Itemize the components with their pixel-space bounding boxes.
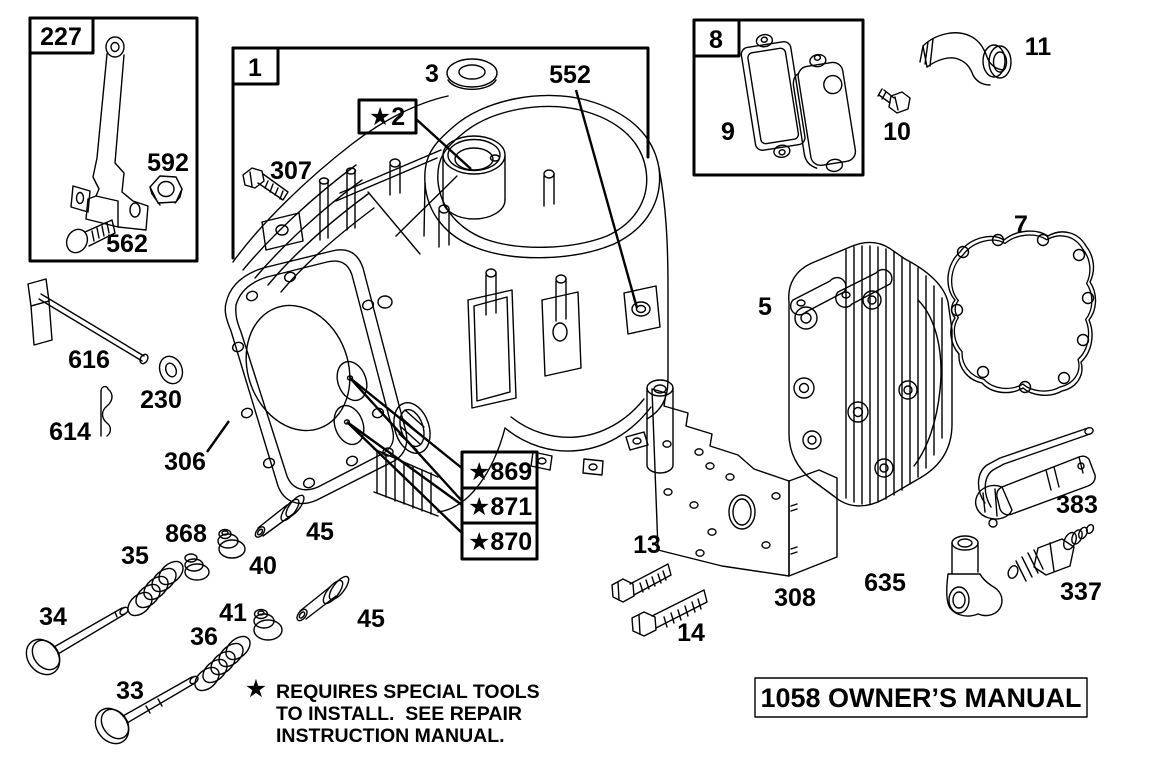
label-33: 33 bbox=[116, 677, 144, 705]
special-tools-note: ★ REQUIRES SPECIAL TOOLS TO INSTALL. SEE… bbox=[245, 675, 540, 747]
cylinder-block-art bbox=[224, 94, 674, 517]
callout-870-label: ★870 bbox=[468, 528, 532, 556]
bolt-14-art bbox=[631, 589, 708, 637]
box-1-header bbox=[231, 46, 280, 86]
label-40: 40 bbox=[249, 552, 277, 580]
label-383: 383 bbox=[1056, 491, 1098, 519]
note-line-3: INSTRUCTION MANUAL. bbox=[276, 725, 505, 747]
label-35: 35 bbox=[121, 542, 149, 570]
label-45-lower: 45 bbox=[357, 605, 385, 633]
breather-cover-art bbox=[792, 53, 857, 173]
cylinder-bore-art bbox=[442, 135, 506, 220]
nut-592-art bbox=[149, 175, 183, 206]
label-41: 41 bbox=[219, 599, 247, 627]
box-227-header bbox=[28, 16, 95, 55]
label-5: 5 bbox=[758, 293, 772, 321]
label-3: 3 bbox=[425, 60, 439, 88]
label-36: 36 bbox=[190, 623, 218, 651]
callout-871-label: ★871 bbox=[468, 493, 532, 521]
cylinder-shield-308-art bbox=[651, 388, 838, 577]
box-8-label: 8 bbox=[709, 26, 723, 54]
label-45-upper: 45 bbox=[306, 518, 334, 546]
owners-manual-label: 1058 OWNER’S MANUAL bbox=[760, 683, 1081, 713]
label-592: 592 bbox=[147, 149, 189, 177]
label-616: 616 bbox=[68, 346, 110, 374]
valve-seat-ports-art bbox=[333, 360, 368, 446]
tappet-45-lower-art bbox=[296, 575, 350, 622]
bolt-10-art bbox=[877, 88, 911, 114]
throttle-lever-art bbox=[70, 36, 149, 231]
bolt-307-art bbox=[242, 167, 289, 201]
tappet-45-upper-art bbox=[254, 494, 305, 538]
label-552: 552 bbox=[549, 61, 591, 89]
breather-tube-11-art bbox=[919, 32, 1012, 86]
note-star-icon: ★ bbox=[245, 675, 267, 703]
label-14: 14 bbox=[677, 619, 705, 647]
callout-boxes-valve-seats: ★869 ★871 ★870 bbox=[460, 450, 539, 561]
label-308: 308 bbox=[774, 584, 816, 612]
group-box-227 bbox=[28, 16, 199, 263]
label-7: 7 bbox=[1014, 211, 1028, 239]
label-614: 614 bbox=[49, 418, 91, 446]
box-227-label: 227 bbox=[40, 23, 82, 51]
label-307: 307 bbox=[270, 157, 312, 185]
bolt-562-art bbox=[65, 219, 116, 254]
spark-plug-337-art bbox=[1007, 524, 1095, 582]
cylinder-flange-art bbox=[224, 249, 408, 505]
valve-33-art bbox=[94, 675, 199, 745]
note-line-1: REQUIRES SPECIAL TOOLS bbox=[276, 681, 540, 703]
leader-552 bbox=[574, 89, 639, 309]
elbow-fitting-635-art bbox=[945, 535, 1003, 617]
valve-34-art bbox=[25, 606, 129, 676]
part-labels: 3 552 307 592 562 616 230 614 306 9 10 1… bbox=[39, 33, 1102, 705]
cotter-pin-614-art bbox=[100, 385, 113, 437]
rod-616-art bbox=[27, 278, 149, 365]
box-1-label: 1 bbox=[248, 54, 262, 82]
leader-306 bbox=[206, 420, 230, 453]
label-9: 9 bbox=[721, 118, 735, 146]
oil-seal-3-art bbox=[446, 58, 498, 91]
label-337: 337 bbox=[1060, 578, 1102, 606]
cylinder-head-5-art bbox=[788, 241, 953, 507]
retainer-868-art bbox=[184, 553, 210, 581]
callout-box-star2: ★2 bbox=[357, 98, 418, 135]
label-635: 635 bbox=[864, 569, 906, 597]
label-13: 13 bbox=[633, 531, 661, 559]
group-box-8: 8 bbox=[692, 18, 865, 177]
label-562: 562 bbox=[106, 230, 148, 258]
valve-spring-35-art bbox=[127, 560, 184, 617]
owners-manual-box: 1058 OWNER’S MANUAL bbox=[754, 677, 1088, 718]
head-gasket-7-art bbox=[947, 230, 1097, 396]
label-10: 10 bbox=[883, 118, 911, 146]
label-868: 868 bbox=[165, 520, 207, 548]
retainer-40-art bbox=[217, 528, 246, 559]
washer-230-art bbox=[158, 355, 184, 385]
retainer-41-art bbox=[253, 608, 283, 641]
leader-star2 bbox=[415, 118, 472, 170]
group-box-1 bbox=[231, 46, 650, 260]
spark-plug-wrench-383-art bbox=[974, 426, 1096, 528]
callout-869-label: ★869 bbox=[468, 458, 532, 486]
leaders-valve-seats bbox=[346, 377, 464, 535]
label-306: 306 bbox=[164, 448, 206, 476]
bolt-13-art bbox=[611, 563, 672, 603]
note-line-2: TO INSTALL. SEE REPAIR bbox=[276, 703, 522, 725]
label-230: 230 bbox=[140, 386, 182, 414]
valve-spring-36-art bbox=[194, 635, 251, 692]
label-34: 34 bbox=[39, 603, 67, 631]
breather-gasket-9-art bbox=[740, 33, 806, 159]
callout-star2-label: ★2 bbox=[369, 103, 405, 131]
label-11: 11 bbox=[1025, 33, 1052, 61]
